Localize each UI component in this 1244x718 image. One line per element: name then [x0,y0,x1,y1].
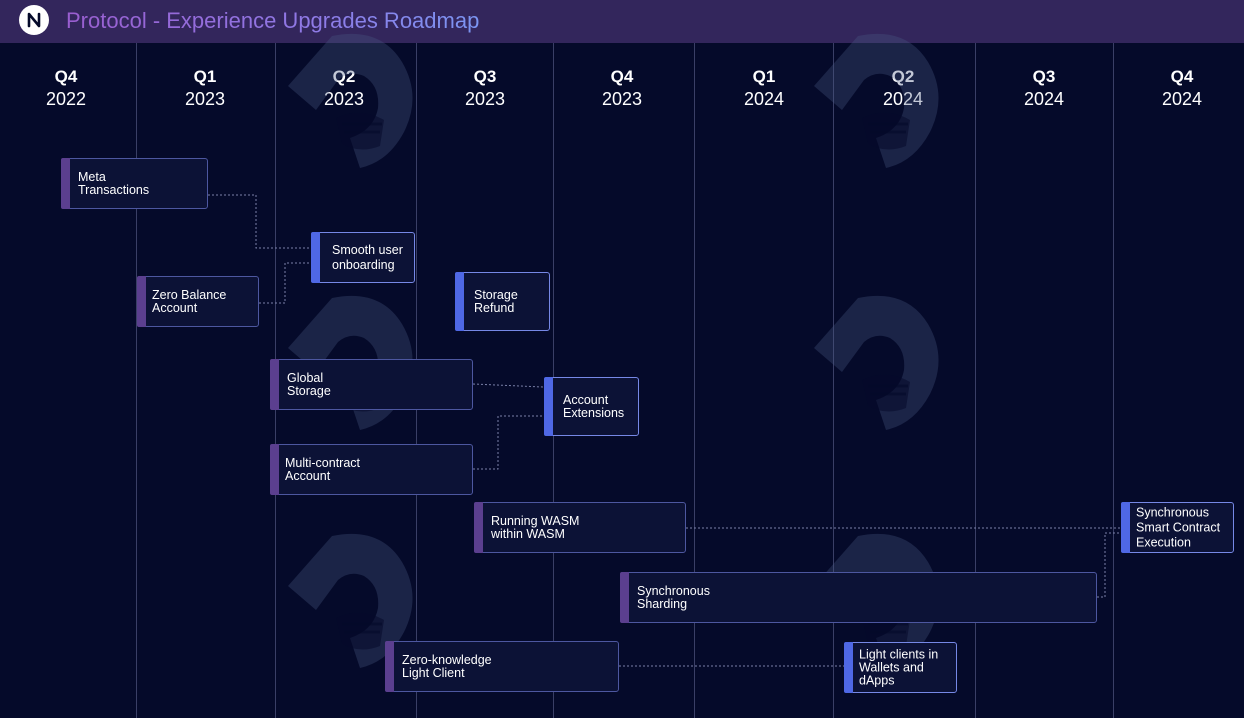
item-label: Global Storage [287,370,331,398]
quarter-label: Q1 [193,67,217,86]
quarter-label: Q4 [54,67,78,86]
item-label: Synchronous Sharding [637,583,710,611]
quarter-header: Q2 2024 [833,66,973,110]
quarter-year: 2023 [601,89,643,109]
quarter-header: Q2 2023 [274,66,414,110]
item-zero-balance-account: Zero Balance Account [137,276,259,327]
quarter-header: Q1 2024 [694,66,834,110]
item-label: Zero Balance Account [152,287,227,315]
item-accent-bar [137,276,146,327]
item-label: Light clients in Wallets and dApps [859,647,939,687]
quarter-label: Q2 [332,67,356,86]
connector-line [1097,532,1120,598]
timeline-divider [1113,43,1114,718]
item-global-storage: Global Storage [270,359,473,410]
quarter-header: Q4 2023 [552,66,692,110]
item-accent-bar [311,232,320,283]
item-accent-bar [270,359,279,410]
connector-line [259,262,310,304]
item-accent-bar [844,642,853,693]
quarter-header: Q4 2024 [1112,66,1244,110]
page-title: Protocol - Experience Upgrades Roadmap [66,8,480,33]
item-label: Meta Transactions [78,169,150,197]
quarter-header: Q4 2022 [0,66,136,110]
near-logo-icon [19,5,49,35]
item-light-clients-wallets: Light clients in Wallets and dApps [844,642,957,693]
quarter-header: Q1 2023 [135,66,275,110]
item-label: Zero-knowledge Light Client [402,652,492,680]
header-bar: Protocol - Experience Upgrades Roadmap [0,0,1244,43]
quarter-year: 2023 [184,89,226,109]
item-label: Smooth user onboarding [332,242,403,272]
quarter-header: Q3 2024 [974,66,1114,110]
quarter-year: 2024 [743,89,785,109]
quarter-year: 2023 [464,89,506,109]
item-label: Running WASM within WASM [491,513,580,541]
item-synchronous-execution: Synchronous Smart Contract Execution [1121,502,1234,553]
connector-line [473,415,543,470]
quarter-header: Q3 2023 [415,66,555,110]
item-accent-bar [544,377,553,436]
item-accent-bar [620,572,629,623]
timeline-divider [694,43,695,718]
item-multi-contract-account: Multi-contract Account [270,444,473,495]
mascot-watermark-icon [814,295,939,430]
quarter-label: Q1 [752,67,776,86]
mascot-watermark-icon [288,533,413,668]
item-zk-light-client: Zero-knowledge Light Client [385,641,619,692]
item-label: Multi-contract Account [285,455,361,483]
item-accent-bar [61,158,70,209]
quarter-label: Q3 [473,67,497,86]
quarter-year: 2024 [1023,89,1065,109]
item-accent-bar [474,502,483,553]
item-label: Storage Refund [474,287,518,315]
quarter-year: 2023 [323,89,365,109]
item-label: Account Extensions [563,392,625,420]
quarter-year: 2024 [1161,89,1203,109]
item-synchronous-sharding: Synchronous Sharding [620,572,1097,623]
timeline-divider [975,43,976,718]
quarter-label: Q2 [833,66,973,88]
quarter-year: 2022 [45,89,87,109]
item-accent-bar [270,444,279,495]
item-accent-bar [385,641,394,692]
connector-line [208,194,310,249]
quarter-label: Q3 [1032,67,1056,86]
timeline-divider [136,43,137,718]
item-smooth-onboarding: Smooth user onboarding [311,232,415,283]
item-accent-bar [455,272,464,331]
item-storage-refund: Storage Refund [455,272,550,331]
quarter-label: Q4 [610,67,634,86]
item-account-extensions: Account Extensions [544,377,639,436]
item-running-wasm: Running WASM within WASM [474,502,686,553]
timeline-divider [833,43,834,718]
item-label: Synchronous Smart Contract Execution [1136,505,1221,549]
item-meta-transactions: Meta Transactions [61,158,208,209]
quarter-year: 2024 [882,89,924,109]
mascot-watermark-icon [288,33,413,169]
connector-line [472,383,544,388]
quarter-label: Q4 [1170,67,1194,86]
item-accent-bar [1121,502,1130,553]
mascot-watermark-icon [814,33,939,169]
